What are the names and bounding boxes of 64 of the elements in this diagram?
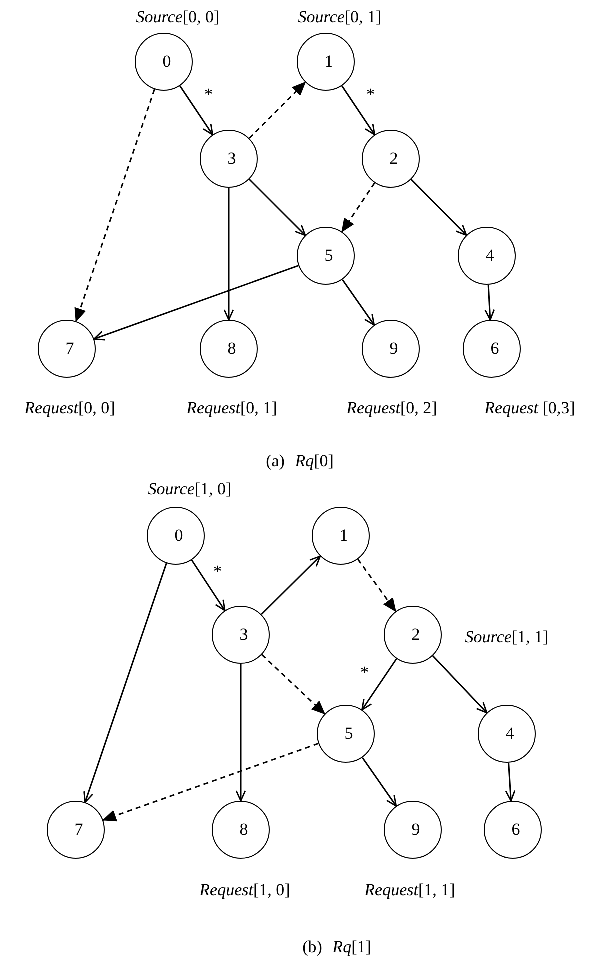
node-caption: Request[0, 2] — [346, 400, 438, 416]
node-caption: Source[0, 1] — [298, 8, 382, 26]
node-circle — [212, 606, 270, 664]
node-number: 3 — [226, 149, 236, 169]
node-number: 8 — [226, 339, 236, 359]
node-number: 0 — [162, 52, 172, 72]
arrow — [342, 279, 376, 326]
arrow — [74, 89, 156, 322]
arrow — [84, 563, 168, 804]
edge-label: * — [214, 562, 222, 580]
node-caption: Source[1, 0] — [148, 480, 232, 498]
arrow — [102, 743, 319, 822]
edge-label: * — [204, 86, 213, 102]
arrow — [262, 654, 326, 715]
arrow — [224, 188, 234, 321]
node-number: 4 — [504, 724, 514, 744]
arrow — [362, 658, 398, 711]
arrow — [191, 560, 226, 612]
node-circle — [384, 606, 442, 664]
node-number: 7 — [74, 820, 84, 840]
node-number: 9 — [410, 820, 420, 840]
arrow — [357, 559, 397, 612]
node-caption: Source[1, 1] — [465, 628, 549, 646]
arrow — [342, 182, 376, 233]
node-caption: Request[0, 1] — [186, 400, 278, 416]
node-caption: Request [0,3] — [484, 400, 576, 416]
node-number: 6 — [510, 820, 520, 840]
arrow — [236, 664, 246, 802]
node-number: 0 — [174, 526, 184, 546]
node-number: 2 — [388, 149, 398, 169]
node-caption: Request[1, 0] — [200, 882, 290, 898]
arrow — [505, 762, 516, 802]
node-number: 4 — [484, 246, 494, 266]
node-number: 1 — [324, 52, 334, 72]
node-circle — [297, 227, 355, 285]
arrow — [484, 284, 496, 321]
node-number: 6 — [490, 339, 500, 359]
subfigure-caption: (b) Rq[1] — [302, 938, 372, 956]
edge-label: * — [366, 86, 375, 102]
node-circle — [362, 130, 420, 188]
arrow — [248, 178, 306, 236]
node-number: 2 — [410, 625, 420, 645]
arrow — [432, 656, 488, 714]
node-circle — [317, 705, 375, 763]
arrow — [362, 757, 398, 807]
node-caption: Request[0, 0] — [24, 400, 116, 416]
node-number: 9 — [388, 339, 398, 359]
node-number: 7 — [64, 339, 74, 359]
node-circle — [200, 130, 258, 188]
node-number: 1 — [338, 526, 348, 546]
node-number: 5 — [324, 246, 334, 266]
node-caption: Source[0, 0] — [136, 8, 220, 26]
arrow — [410, 179, 468, 236]
arrow — [261, 556, 322, 616]
node-caption: Request[1, 1] — [364, 882, 456, 898]
arrow — [180, 86, 214, 136]
edge-label: * — [360, 664, 369, 680]
arrow — [248, 82, 306, 140]
node-number: 3 — [238, 625, 248, 645]
arrow — [94, 265, 299, 341]
arrow — [342, 86, 376, 136]
subfigure-caption: (a) Rq[0] — [266, 452, 334, 470]
node-number: 8 — [238, 820, 248, 840]
node-number: 5 — [344, 724, 354, 744]
